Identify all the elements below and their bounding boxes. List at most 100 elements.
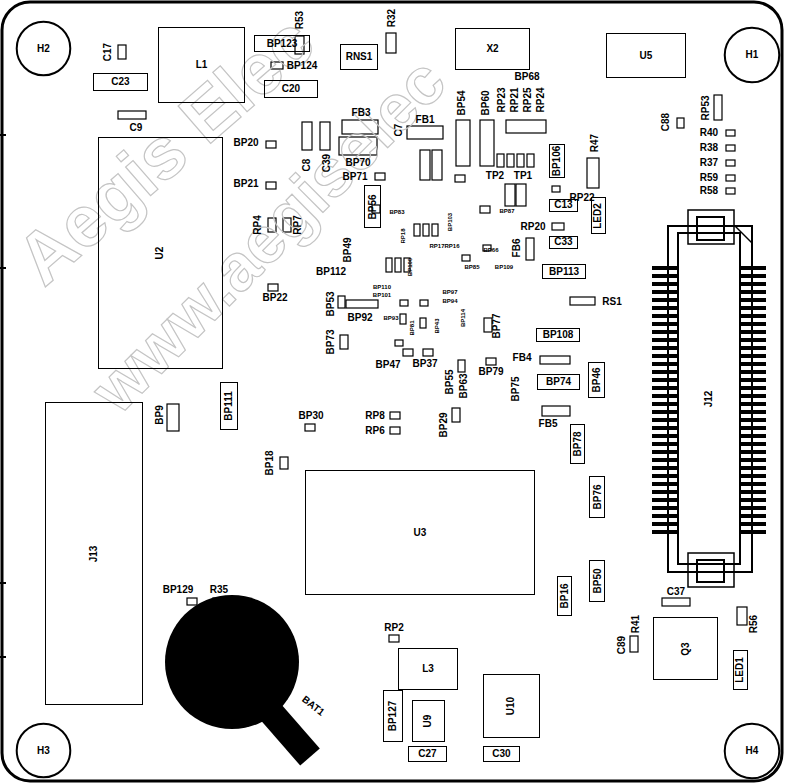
component-outline: J13 xyxy=(45,402,143,705)
component-label: L1 xyxy=(196,60,208,70)
reference-designator: TP1 xyxy=(514,171,532,181)
reference-designator: BP29 xyxy=(439,412,449,437)
reference-designator: BP70 xyxy=(345,158,370,168)
component-label: BP16 xyxy=(559,583,569,608)
reference-designator: R32 xyxy=(387,9,397,27)
reference-designator: BP77 xyxy=(492,313,502,338)
component-outline: BP106 xyxy=(549,144,565,178)
component-outline: U5 xyxy=(606,33,686,78)
reference-designator: BP94 xyxy=(442,298,457,304)
reference-designator: R58 xyxy=(700,186,718,196)
reference-designator: BP101 xyxy=(373,292,391,298)
component-label: H3 xyxy=(37,746,50,756)
reference-designator: BP75 xyxy=(511,376,521,401)
reference-designator: BP43 xyxy=(434,318,440,333)
reference-designator: BP81 xyxy=(409,320,415,335)
component-outline: LED1 xyxy=(733,650,748,690)
component-label: BP78 xyxy=(572,431,582,456)
reference-designator: RP2 xyxy=(384,623,403,633)
reference-designator: R38 xyxy=(700,143,718,153)
reference-designator: BAT1 xyxy=(300,694,326,718)
component-label: U2 xyxy=(155,247,165,260)
component-outline: L1 xyxy=(158,27,245,103)
reference-designator: BP124 xyxy=(287,61,318,71)
component-label: BP113 xyxy=(549,267,579,277)
reference-designator: C9 xyxy=(130,123,143,133)
reference-designator: BP30 xyxy=(298,411,323,421)
component-label: C13 xyxy=(554,200,572,210)
reference-designator: BP114 xyxy=(460,309,466,327)
component-outline: C13 xyxy=(549,199,578,212)
component-label: BP56 xyxy=(368,194,378,219)
component-outline: BP127 xyxy=(383,690,403,742)
reference-designator: R56 xyxy=(749,615,759,633)
reference-designator: BP68 xyxy=(514,72,539,82)
component-outline: BP123 xyxy=(254,35,310,52)
reference-designator: R37 xyxy=(700,158,718,168)
reference-designator: BP112 xyxy=(316,267,346,277)
component-outline: BP76 xyxy=(589,476,605,518)
component-outline: U2 xyxy=(98,137,223,369)
reference-designator: RP7 xyxy=(293,215,303,234)
component-label: H2 xyxy=(37,44,50,54)
mounting-hole: H4 xyxy=(723,722,781,780)
component-outline: C30 xyxy=(483,746,520,762)
reference-designator: C89 xyxy=(617,636,627,654)
reference-designator: RP8 xyxy=(365,411,384,421)
reference-designator: RP23 xyxy=(497,87,507,112)
component-label: RNS1 xyxy=(346,52,373,62)
component-outline: U10 xyxy=(483,674,540,738)
component-label: H1 xyxy=(746,50,759,60)
component-outline: BP113 xyxy=(542,264,586,279)
reference-designator: TP2 xyxy=(486,171,504,181)
component-label: BP50 xyxy=(592,568,602,593)
reference-designator: R40 xyxy=(700,128,718,138)
reference-designator: BP87 xyxy=(499,208,514,214)
reference-designator: FB1 xyxy=(416,115,435,125)
reference-designator: BP22 xyxy=(262,293,287,303)
component-outline: BP108 xyxy=(536,328,580,342)
reference-designator: BP100 xyxy=(407,258,413,276)
component-label: LED1 xyxy=(735,657,745,683)
component-label: BP108 xyxy=(543,330,574,340)
reference-designator: FB3 xyxy=(352,108,371,118)
reference-designator: BP18 xyxy=(265,450,275,475)
reference-designator: RP53 xyxy=(701,95,711,120)
reference-designator: C8 xyxy=(302,159,312,172)
reference-designator: BP83 xyxy=(389,209,404,215)
component-outline: LED2 xyxy=(591,197,606,234)
component-outline: BP56 xyxy=(364,185,381,228)
reference-designator: C88 xyxy=(661,113,671,131)
component-label: H4 xyxy=(746,746,759,756)
component-label: BP106 xyxy=(552,146,562,177)
reference-designator: BP54 xyxy=(457,90,467,115)
component-outline: L3 xyxy=(398,648,458,690)
reference-designator: RP16 xyxy=(444,243,459,249)
reference-designator: RP24 xyxy=(536,87,546,112)
reference-designator: R47 xyxy=(590,134,600,152)
mounting-hole: H1 xyxy=(723,26,781,84)
component-label: BP123 xyxy=(267,39,298,49)
component-label: BP74 xyxy=(546,377,571,387)
reference-designator: RP25 xyxy=(523,87,533,112)
reference-designator: BP110 xyxy=(373,284,391,290)
component-outline: C33 xyxy=(549,236,578,249)
reference-designator: RP6 xyxy=(365,426,384,436)
reference-designator: C39 xyxy=(322,154,332,172)
reference-designator: BP20 xyxy=(233,138,258,148)
component-label: BP46 xyxy=(592,367,602,392)
component-label: BP127 xyxy=(388,701,398,732)
component-outline: C20 xyxy=(264,80,318,98)
reference-designator: RP21 xyxy=(510,87,520,112)
component-label: C20 xyxy=(282,84,300,94)
component-outline: BP16 xyxy=(557,576,572,616)
reference-designator: FB4 xyxy=(513,353,532,363)
reference-designator: BP97 xyxy=(442,289,457,295)
reference-designator: C7 xyxy=(394,124,404,137)
reference-designator: BP79 xyxy=(478,367,503,377)
reference-designator: BP47 xyxy=(375,360,400,370)
component-outline: U3 xyxy=(305,470,535,595)
component-outline: BP50 xyxy=(589,560,605,602)
reference-designator: BP66 xyxy=(483,247,498,253)
